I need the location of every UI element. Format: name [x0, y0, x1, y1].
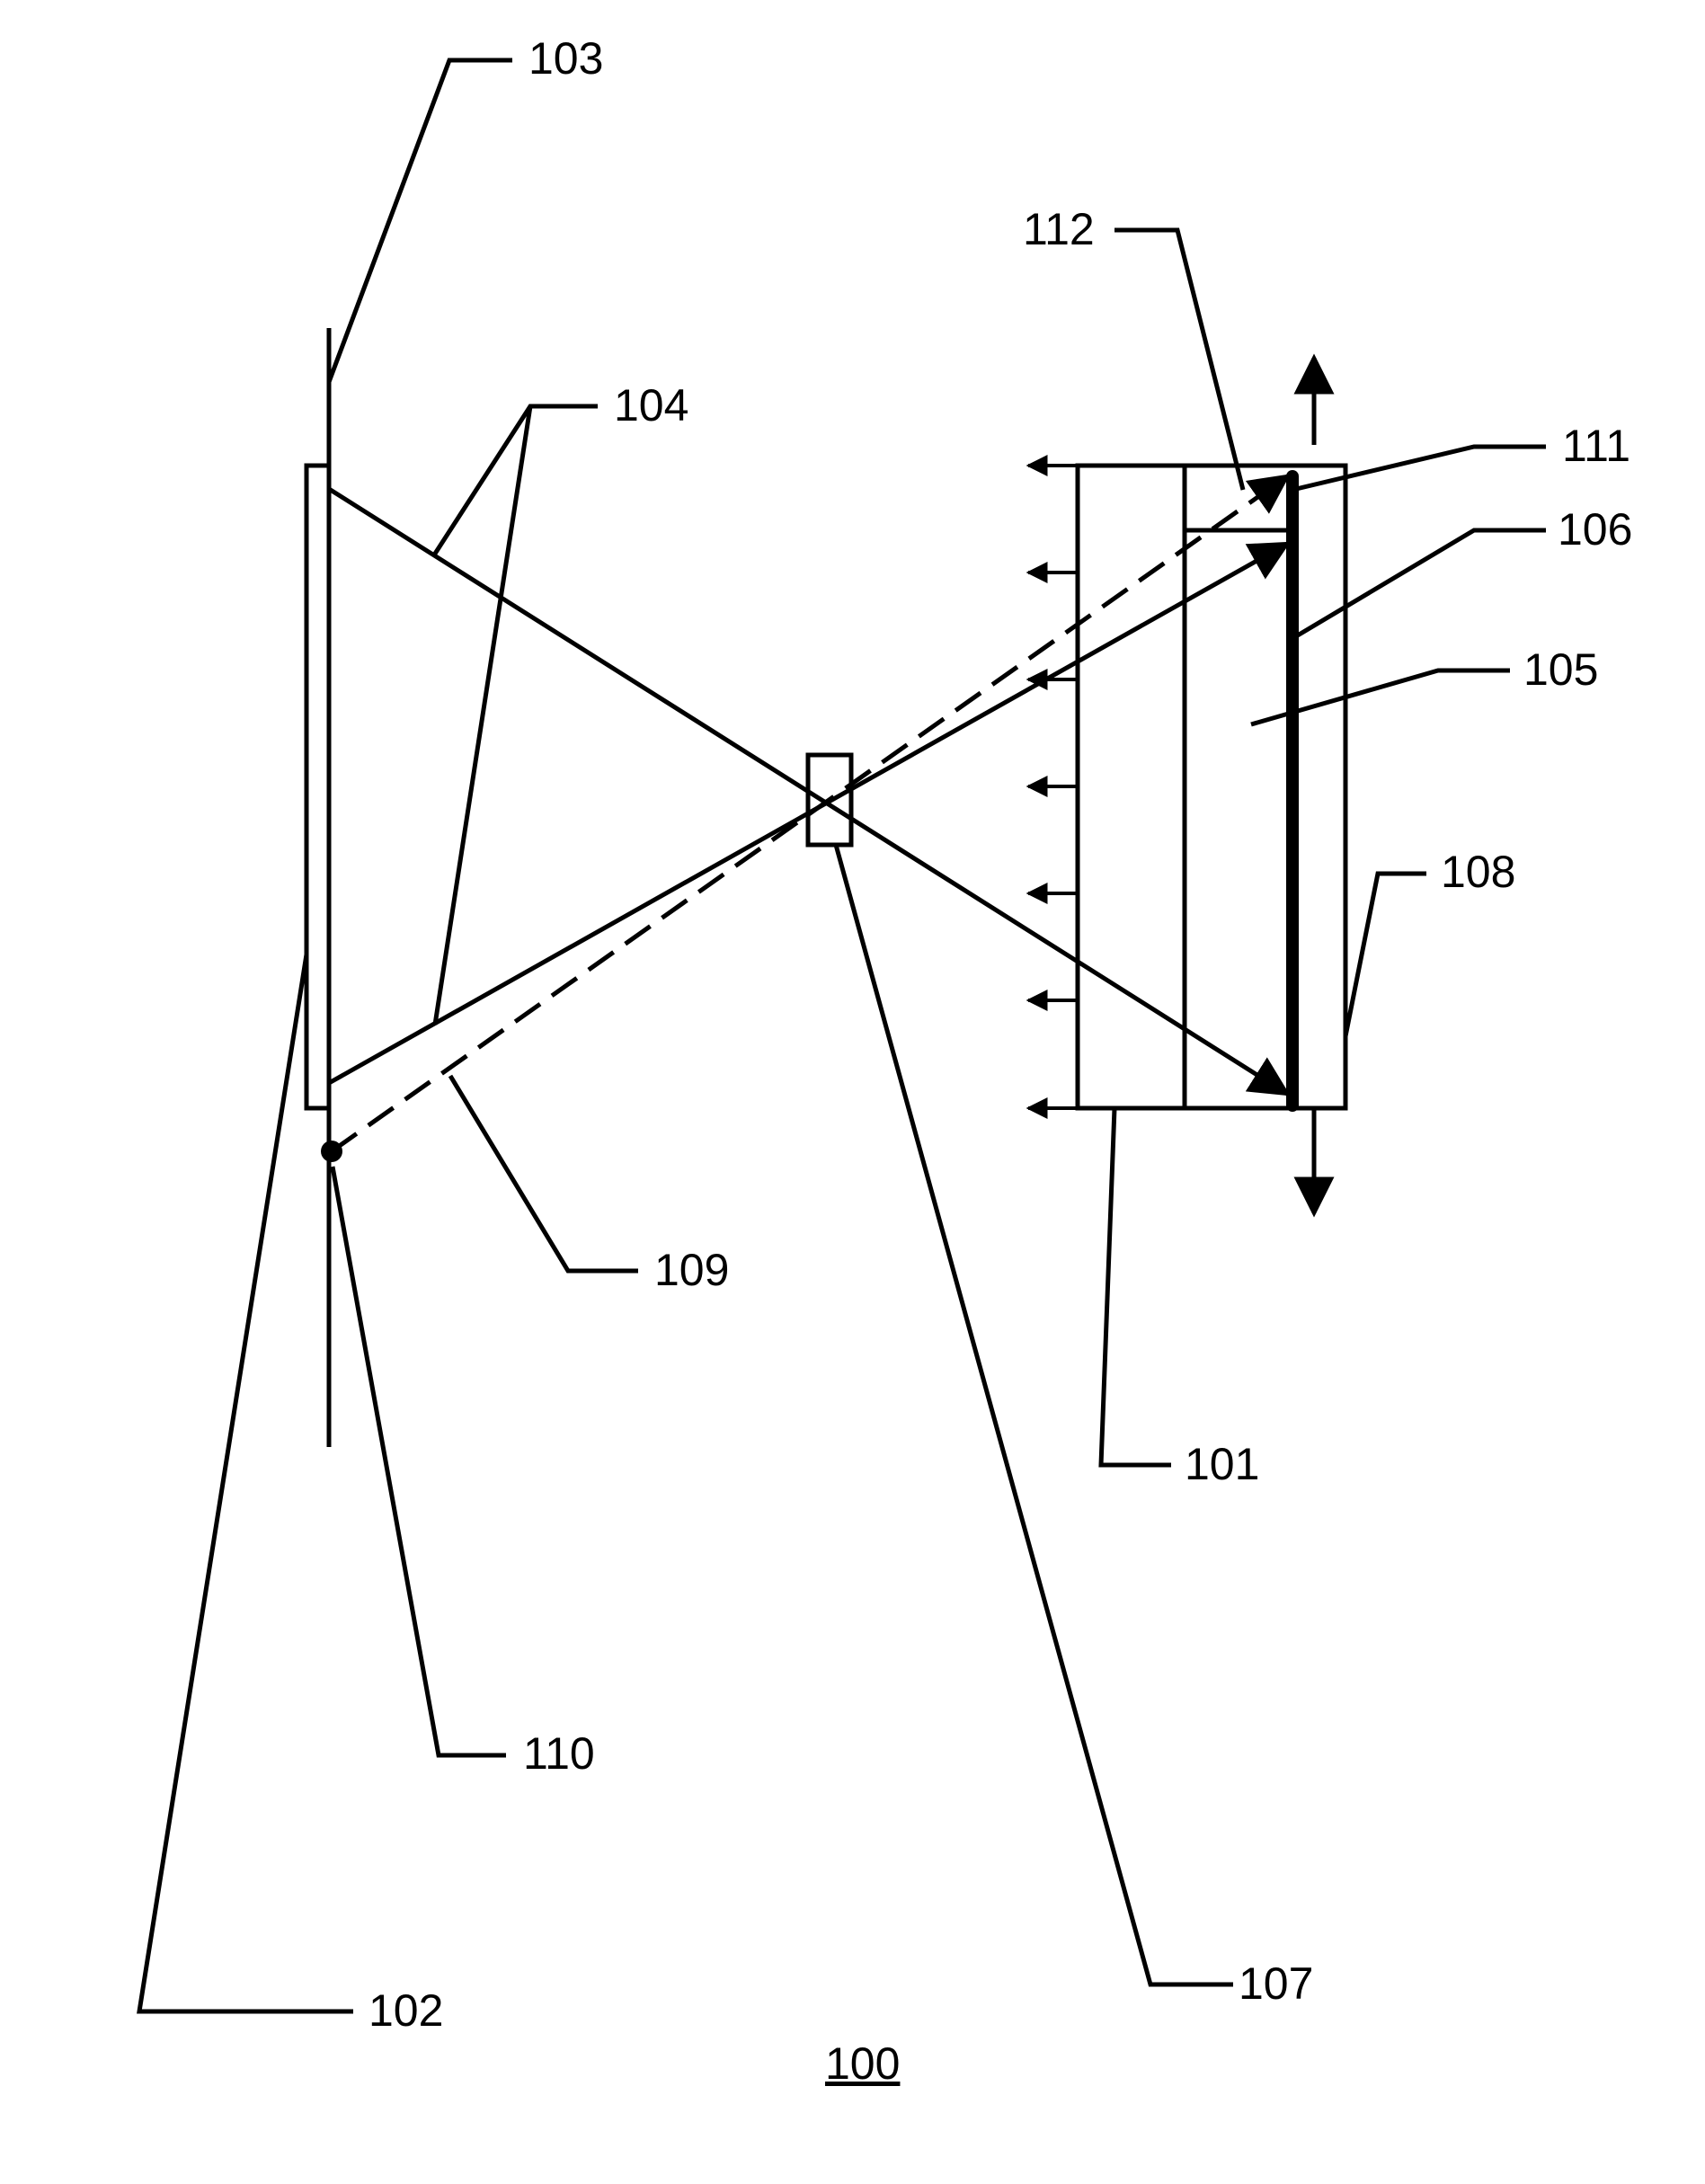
label-112: 112 [1023, 204, 1095, 254]
left-panel [306, 466, 329, 1108]
leader-111 [1292, 447, 1546, 490]
leader-106 [1296, 530, 1546, 636]
leader-101 [1101, 1108, 1171, 1465]
leader-109 [450, 1076, 638, 1271]
figure-number: 100 [825, 2038, 900, 2089]
label-101: 101 [1185, 1439, 1259, 1489]
leader-112 [1114, 230, 1243, 490]
leader-102 [139, 954, 353, 2011]
label-103: 103 [528, 33, 603, 84]
label-110: 110 [523, 1728, 595, 1779]
label-102: 102 [369, 1985, 443, 2036]
leader-110 [333, 1167, 506, 1755]
label-108: 108 [1441, 847, 1515, 897]
leader-103 [329, 60, 512, 382]
label-105: 105 [1523, 644, 1598, 695]
right-assembly-outer [1078, 466, 1345, 1108]
leader-104 [435, 406, 598, 554]
label-106: 106 [1558, 504, 1632, 555]
leader-108 [1345, 874, 1426, 1036]
leader-104-b [435, 406, 530, 1025]
label-107: 107 [1239, 1958, 1313, 2009]
dashed-ray [332, 476, 1287, 1151]
label-109: 109 [654, 1245, 729, 1295]
label-111: 111 [1562, 421, 1630, 471]
leader-107 [836, 845, 1233, 1984]
label-104: 104 [614, 380, 688, 431]
